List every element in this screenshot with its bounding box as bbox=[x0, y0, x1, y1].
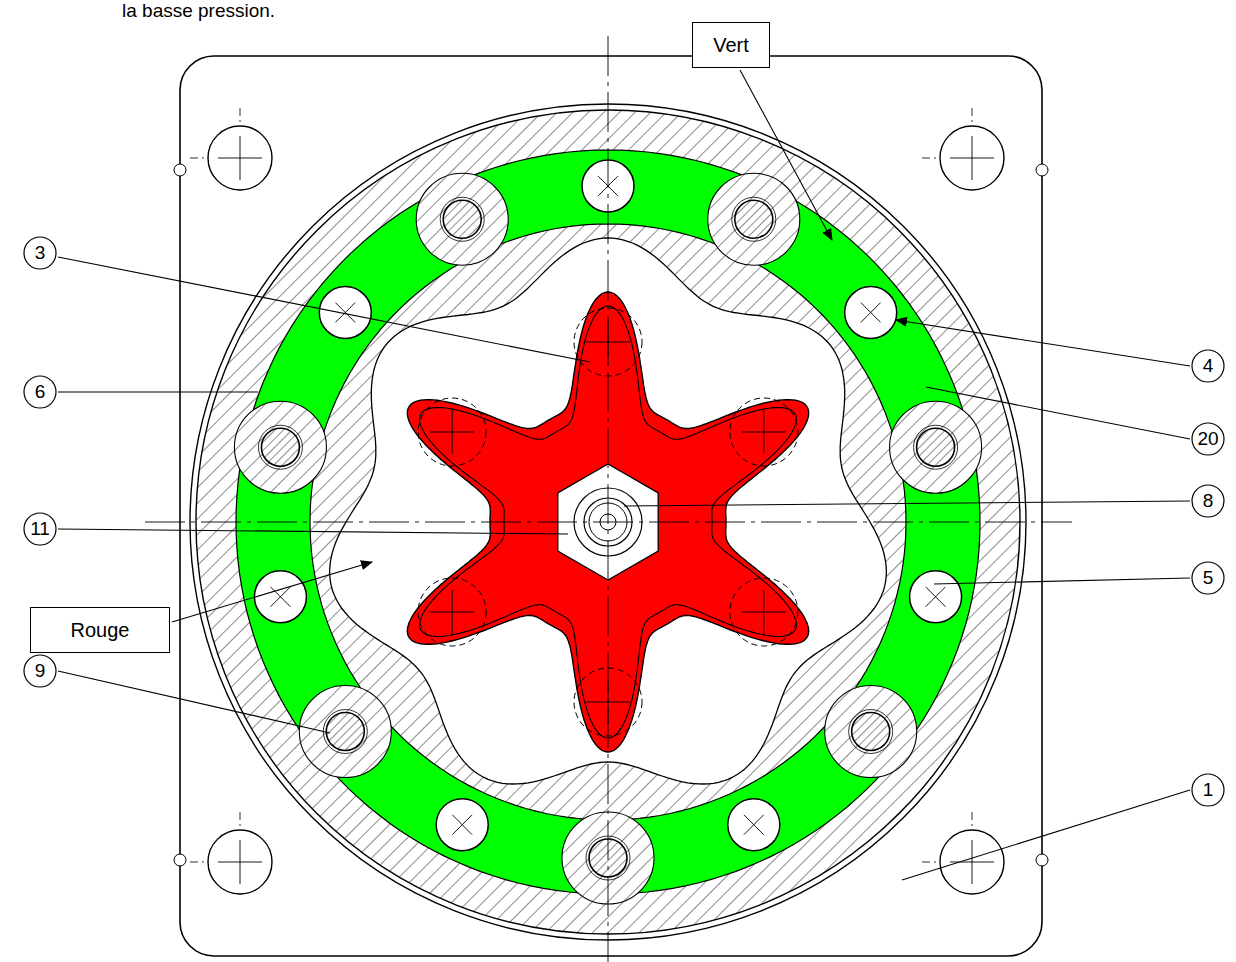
bolt-hole bbox=[208, 830, 272, 894]
callout-number: 9 bbox=[23, 654, 57, 688]
callout-number: 5 bbox=[1191, 561, 1225, 595]
callout-text: 3 bbox=[35, 243, 46, 264]
pin-boss bbox=[890, 401, 982, 493]
note-text: la basse pression. bbox=[122, 0, 275, 22]
callout-circle bbox=[1192, 774, 1224, 806]
callout-text: 4 bbox=[1203, 356, 1214, 377]
drawing-part bbox=[452, 590, 453, 634]
pin bbox=[917, 428, 955, 466]
drawing-part bbox=[732, 197, 776, 241]
pin bbox=[443, 200, 481, 238]
callout-number: 3 bbox=[23, 236, 57, 270]
drawing-part bbox=[972, 136, 973, 180]
roller bbox=[436, 799, 488, 851]
callout-circle bbox=[1192, 485, 1224, 517]
pin bbox=[735, 200, 773, 238]
callout-number: 20 bbox=[1191, 422, 1225, 456]
callout-circle bbox=[24, 655, 56, 687]
roller bbox=[254, 571, 306, 623]
drawing-part bbox=[744, 815, 764, 835]
pin-boss bbox=[299, 685, 391, 777]
drawing-part bbox=[1036, 854, 1048, 866]
rotor-bore bbox=[730, 578, 798, 646]
drawing-part bbox=[452, 410, 453, 454]
drawing-part bbox=[452, 815, 472, 835]
pin-boss bbox=[825, 685, 917, 777]
centre-line bbox=[145, 522, 1072, 523]
roller bbox=[728, 799, 780, 851]
callout-circle bbox=[24, 376, 56, 408]
drawing-part bbox=[763, 410, 764, 454]
callout-number: 6 bbox=[23, 375, 57, 409]
callout-circle bbox=[24, 513, 56, 545]
drawing-part bbox=[849, 709, 893, 753]
centre-line bbox=[608, 36, 609, 962]
drawing-part bbox=[240, 108, 241, 122]
color-label-box: Rouge bbox=[30, 607, 170, 653]
box-label: Vert bbox=[713, 34, 749, 56]
callout-text: 1 bbox=[1203, 780, 1214, 801]
leader-lines bbox=[58, 70, 1190, 880]
drawing-part bbox=[174, 164, 186, 176]
callout-number: 4 bbox=[1191, 349, 1225, 383]
pin-boss bbox=[234, 401, 326, 493]
drawing-part bbox=[914, 425, 958, 469]
drawing-part bbox=[744, 815, 764, 835]
pin-boss bbox=[708, 173, 800, 265]
rotor-bore bbox=[418, 578, 486, 646]
pin bbox=[852, 712, 890, 750]
color-label-box: Vert bbox=[692, 22, 770, 68]
rotor-bore bbox=[730, 398, 798, 466]
roller bbox=[910, 571, 962, 623]
drawing-part bbox=[972, 108, 973, 122]
drawing-part bbox=[190, 158, 204, 159]
drawing-part bbox=[190, 862, 204, 863]
callout-circle bbox=[1192, 562, 1224, 594]
callout-number: 8 bbox=[1191, 484, 1225, 518]
callout-circle bbox=[1192, 350, 1224, 382]
callout-number: 11 bbox=[23, 512, 57, 546]
pin bbox=[261, 428, 299, 466]
drawing-part bbox=[763, 590, 764, 634]
drawing-part bbox=[972, 812, 973, 826]
bolt-hole bbox=[940, 830, 1004, 894]
drawing-part bbox=[323, 709, 367, 753]
bolt-hole bbox=[940, 126, 1004, 190]
box-label: Rouge bbox=[71, 619, 130, 641]
callout-text: 6 bbox=[35, 382, 46, 403]
pin-boss bbox=[416, 173, 508, 265]
callout-text: 5 bbox=[1203, 568, 1214, 589]
drawing-part bbox=[972, 840, 973, 884]
drawing-part bbox=[922, 158, 936, 159]
callout-circle bbox=[24, 237, 56, 269]
drawing-part bbox=[861, 303, 881, 323]
drawing-part bbox=[1036, 164, 1048, 176]
drawing-part bbox=[240, 136, 241, 180]
roller bbox=[845, 287, 897, 339]
callout-number: 1 bbox=[1191, 773, 1225, 807]
drawing-part bbox=[258, 425, 302, 469]
housing bbox=[145, 36, 1072, 962]
drawing-part bbox=[240, 840, 241, 884]
callout-text: 11 bbox=[30, 519, 50, 540]
pin bbox=[326, 712, 364, 750]
callout-text: 8 bbox=[1203, 491, 1214, 512]
drawing-part bbox=[440, 197, 484, 241]
roller bbox=[319, 287, 371, 339]
drawing-part bbox=[174, 854, 186, 866]
body-outline bbox=[180, 56, 1042, 956]
callout-text: 9 bbox=[35, 661, 46, 682]
rotor-bore bbox=[418, 398, 486, 466]
drawing-part bbox=[452, 815, 472, 835]
callout-text: 20 bbox=[1197, 429, 1218, 450]
drawing-part bbox=[926, 587, 946, 607]
drawing-part bbox=[861, 303, 881, 323]
drawing-part bbox=[926, 587, 946, 607]
drawing-part bbox=[922, 862, 936, 863]
callout-circle bbox=[1192, 423, 1224, 455]
drawing-part bbox=[240, 812, 241, 826]
bolt-hole bbox=[208, 126, 272, 190]
